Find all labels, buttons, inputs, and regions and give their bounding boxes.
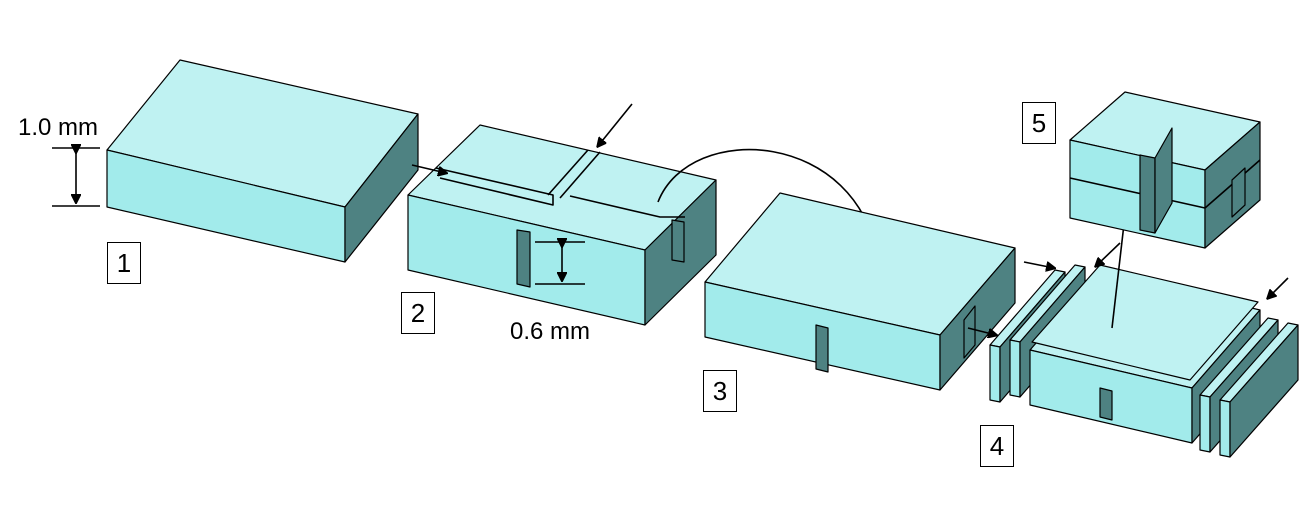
arrow-step4-left — [967, 327, 996, 335]
arrow-step2-left — [411, 164, 446, 173]
block-step-5 — [1069, 91, 1261, 249]
arrow-step4-right — [1268, 277, 1289, 298]
step-label-1: 1 — [107, 242, 141, 284]
step-label-3: 3 — [703, 370, 737, 412]
step-label-4: 4 — [980, 425, 1014, 467]
block-step-3 — [704, 192, 1016, 391]
block-step-1 — [106, 59, 419, 263]
arrow-step4-top-right — [1096, 242, 1121, 266]
arrow-step4-top-left — [1023, 261, 1054, 268]
step-label-2: 2 — [401, 292, 435, 334]
step-label-5: 5 — [1022, 102, 1056, 144]
slot-depth-dimension-label: 0.6 mm — [510, 318, 591, 345]
block-step-4 — [989, 264, 1299, 458]
arrow-step2-top — [598, 103, 633, 146]
height-dimension-marker — [52, 148, 100, 207]
block-step-2 — [407, 124, 717, 326]
height-dimension-label: 1.0 mm — [18, 114, 99, 141]
slot-depth-dimension-marker — [535, 242, 585, 285]
